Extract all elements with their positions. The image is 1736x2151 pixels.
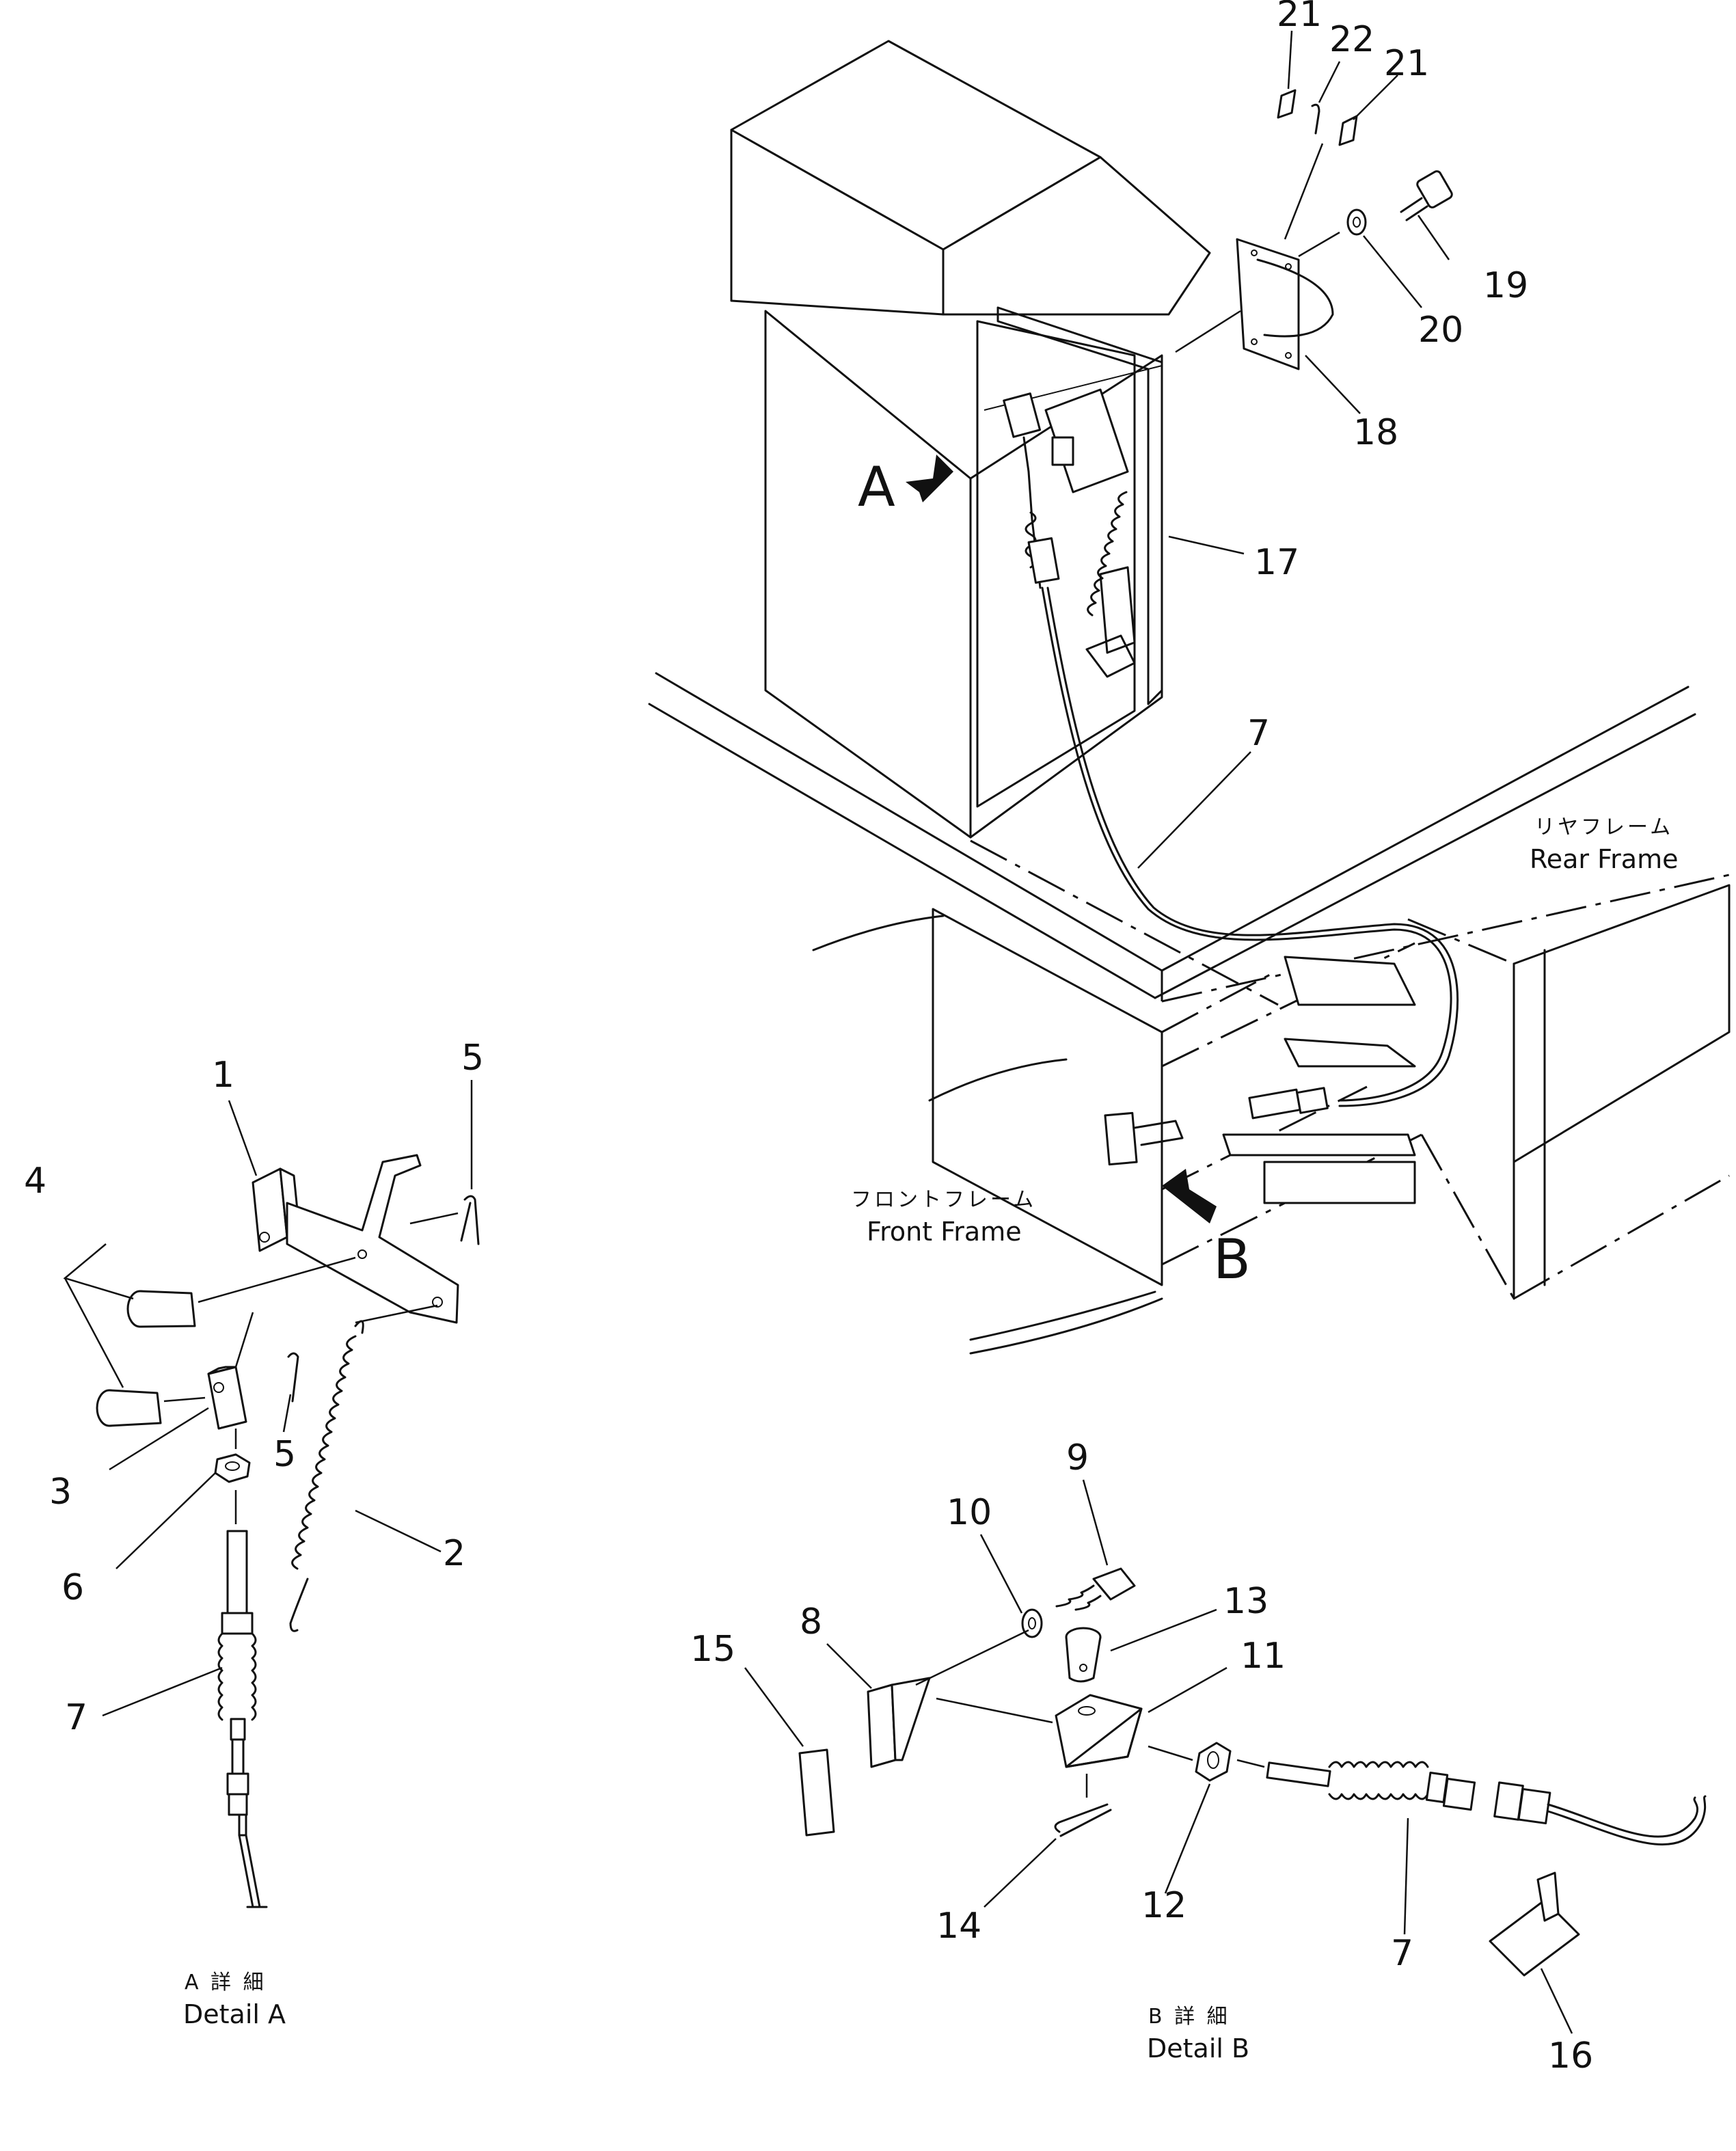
pin-13 [1065, 1608, 1217, 1683]
view-arrow-b-label: B [1213, 1228, 1251, 1291]
spring-2 [289, 1304, 438, 1632]
callout-13: 13 [1223, 1581, 1269, 1622]
callout-7-detail-a: 7 [65, 1697, 87, 1738]
nut-6 [214, 1453, 251, 1483]
callout-21-left: 21 [1277, 0, 1322, 35]
console-linkage [1003, 388, 1136, 678]
bolt-9 [1055, 1479, 1136, 1611]
callout-3: 3 [49, 1472, 72, 1513]
clevis-block-11 [1055, 1666, 1228, 1798]
callout-16: 16 [1548, 2035, 1593, 2076]
washer-10 [979, 1534, 1043, 1638]
control-cable [1041, 586, 1452, 1102]
clevis-block-3 [207, 1366, 247, 1430]
detail-a-caption-en: Detail A [183, 1999, 286, 2029]
callout-22: 22 [1329, 19, 1374, 60]
callout-9: 9 [1066, 1437, 1089, 1478]
pin-4-upper [126, 1256, 356, 1328]
frame-lines [648, 672, 1731, 1355]
front-frame-label-en: Front Frame [867, 1217, 1022, 1247]
rear-frame-label-en: Rear Frame [1530, 844, 1678, 874]
lever-1 [252, 1154, 459, 1324]
callout-19: 19 [1483, 265, 1528, 306]
callout-12: 12 [1141, 1885, 1186, 1926]
detail-b [744, 1479, 1707, 2034]
front-frame-label-jp: フロントフレーム [851, 1188, 1036, 1212]
callout-15: 15 [690, 1629, 735, 1670]
cotter-pin-5-top [460, 1195, 480, 1245]
cover-plate-18 [1236, 238, 1334, 370]
callout-21-right: 21 [1384, 43, 1429, 84]
view-arrow-a-label: A [858, 455, 895, 519]
callout-14: 14 [936, 1906, 981, 1947]
view-arrow-b: B [1162, 1169, 1251, 1291]
callout-4: 4 [24, 1161, 46, 1202]
callout-6: 6 [62, 1567, 84, 1608]
callout-numbers: 21 22 21 19 20 18 17 7 1 5 4 5 3 6 2 7 9… [24, 0, 1593, 2076]
callout-17: 17 [1254, 542, 1299, 583]
detail-a-caption-jp: A 詳 細 [185, 1971, 267, 1994]
callout-11: 11 [1240, 1636, 1286, 1677]
callout-2: 2 [443, 1533, 465, 1574]
callout-5-top: 5 [461, 1038, 484, 1079]
bracket-16 [1489, 1871, 1580, 2034]
callout-18: 18 [1353, 412, 1398, 453]
callout-5-mid: 5 [273, 1434, 296, 1475]
callout-7-detail-b: 7 [1391, 1933, 1413, 1974]
bracket-8 [826, 1629, 1053, 1768]
callout-7-top: 7 [1247, 713, 1270, 754]
plate-hardware [1277, 89, 1453, 236]
cotter-pin-14 [984, 1803, 1112, 1908]
detail-b-caption-jp: B 詳 細 [1148, 2005, 1230, 2029]
cotter-pin-5-mid [287, 1352, 299, 1403]
detail-b-caption-en: Detail B [1147, 2033, 1249, 2064]
callout-20: 20 [1418, 310, 1463, 351]
cable-7-detail-b [1266, 1761, 1707, 1935]
rear-frame-label-jp: リヤフレーム [1534, 815, 1673, 839]
pin-4-lower [96, 1389, 206, 1427]
top-leaders [1137, 30, 1450, 869]
view-arrow-a: A [858, 455, 953, 519]
cable-7-detail-a [217, 1429, 268, 1908]
nut-12 [1148, 1742, 1265, 1894]
plate-15 [744, 1667, 835, 1837]
detail-a [63, 1080, 480, 1908]
console-assembly [730, 40, 1459, 1107]
callout-10: 10 [947, 1492, 992, 1533]
callout-8: 8 [800, 1601, 822, 1642]
callout-1: 1 [212, 1055, 234, 1096]
